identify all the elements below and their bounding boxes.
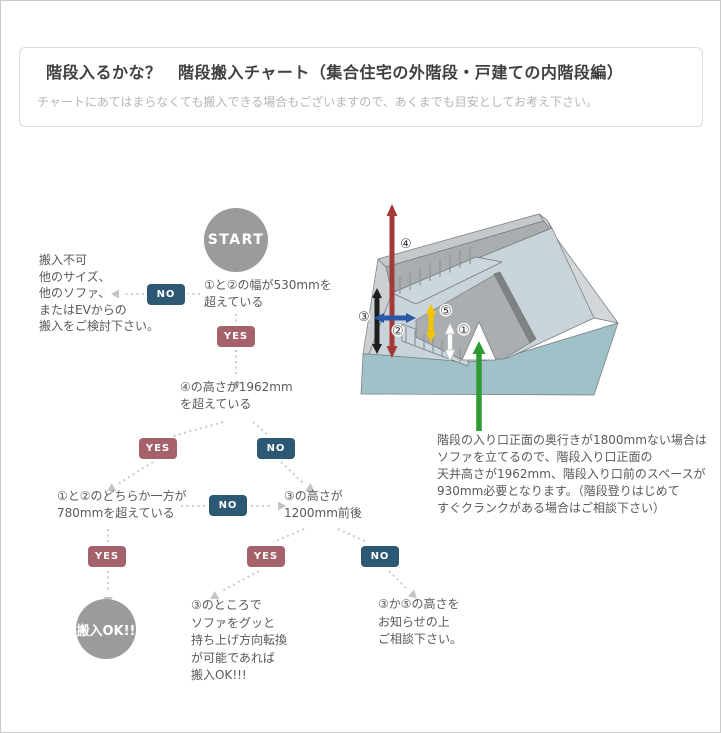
staircase-illustration: ④ ③ ② ⑤ ① [357,204,619,431]
yes-tag-2: YES [139,438,177,459]
result-right-text: ③か⑤の高さを お知らせの上 ご相談下さい。 [378,597,463,646]
question-width-530: ①と②の幅が530mmを 超えている [204,278,332,309]
lower-stairs [401,323,469,367]
yes-tag-1: YES [217,326,255,347]
entry-opening [461,321,497,361]
center-wall [415,273,534,360]
question-height-1200: ③の高さが 1200mm前後 [284,489,362,520]
width-2-arrow [374,313,416,323]
no-tag-1: NO [147,284,185,305]
question-width-780: ①と②のどちらか一方が 780mmを超えている [57,489,187,520]
entry-note-text: 階段の入り口正面の奥行きが1800mmない場合は ソファを立てるので、階段入り口… [437,433,707,515]
upper-stairs [391,256,503,305]
marker-5: ⑤ [440,304,452,319]
no-tag-3: NO [209,495,247,516]
height-4-arrow [386,204,398,358]
marker-3: ③ [358,310,370,325]
reject-text: 搬入不可 他のサイズ、 他のソファ、 またはEVからの 搬入をご検討下さい。 [39,253,160,333]
left-wall [362,258,393,355]
no-tag-2: NO [257,438,295,459]
marker-4: ④ [400,237,412,252]
no-tag-4: NO [361,546,399,567]
yes-tag-4: YES [247,546,285,567]
width-1-arrow [444,322,456,362]
marker-1: ① [458,323,470,338]
entry-arrow [472,341,486,431]
question-height-1962: ④の高さが1962mm を超えている [180,380,293,411]
result-mid-text: ③のところで ソファをグッと 持ち上げ方向転換 が可能であれば 搬入OK!!! [191,598,288,682]
back-wall-face [385,219,553,294]
right-wall-face [538,213,619,324]
fascia [360,322,619,396]
back-wall-top [377,213,548,268]
marker-2: ② [392,324,404,339]
center-wall-cap [493,271,537,344]
height-5-arrow [426,304,436,342]
ok-node: 搬入OK!! [76,599,136,659]
yes-tag-3: YES [88,546,126,567]
page-subtitle: チャートにあてはまらなくても搬入できる場合もございますので、あくまでも目安として… [37,95,599,109]
header-card [19,47,703,127]
floor [368,227,595,363]
start-node: START [204,208,268,272]
height-3-arrow [372,288,382,354]
page-title: 階段入るかな？ 階段搬入チャート（集合住宅の外階段・戸建ての内階段編） [46,63,624,82]
